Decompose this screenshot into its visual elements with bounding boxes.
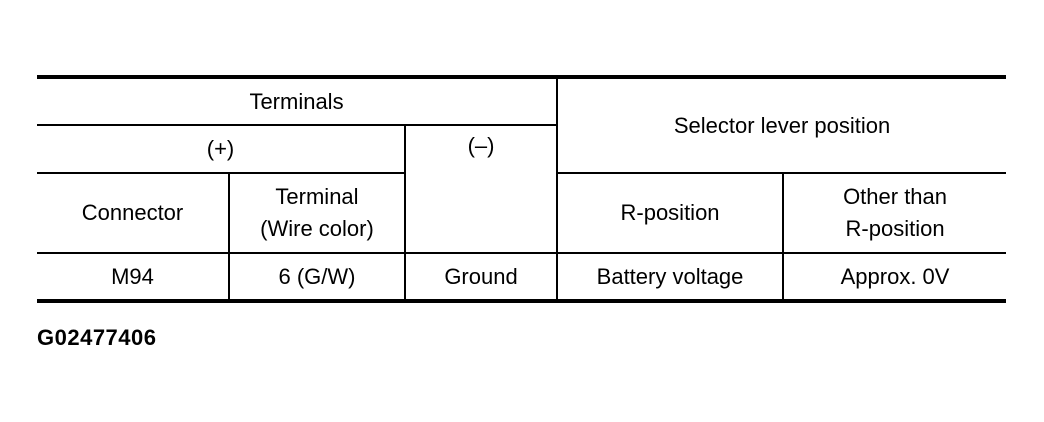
other-than-r-position-cell: Approx. 0V	[782, 252, 1007, 301]
other-than-header-line2: R-position	[845, 216, 945, 241]
terminal-header-line1: Terminal	[275, 184, 359, 209]
selector-lever-position-header: Selector lever position	[556, 77, 1007, 174]
table-row: M94 6 (G/W) Ground Battery voltage Appro…	[37, 252, 1007, 301]
other-than-header-line1: Other than	[843, 184, 948, 209]
terminal-cell: 6 (G/W)	[228, 252, 406, 301]
negative-header-label: (–)	[467, 133, 495, 158]
terminals-header: Terminals	[37, 77, 559, 126]
terminal-voltage-table: Terminals Selector lever position (+) (–…	[37, 75, 1007, 303]
negative-header: (–)	[403, 124, 559, 254]
document-code: G02477406	[37, 325, 157, 350]
connector-header: Connector	[37, 172, 230, 254]
connector-cell: M94	[37, 252, 230, 301]
negative-cell: Ground	[403, 252, 559, 301]
terminal-header-line2: (Wire color)	[260, 216, 374, 241]
other-than-r-position-header: Other than R-position	[782, 172, 1007, 254]
r-position-header: R-position	[556, 172, 785, 254]
terminal-wire-color-header: Terminal (Wire color)	[228, 172, 406, 254]
r-position-cell: Battery voltage	[556, 252, 785, 301]
positive-header: (+)	[37, 124, 406, 174]
